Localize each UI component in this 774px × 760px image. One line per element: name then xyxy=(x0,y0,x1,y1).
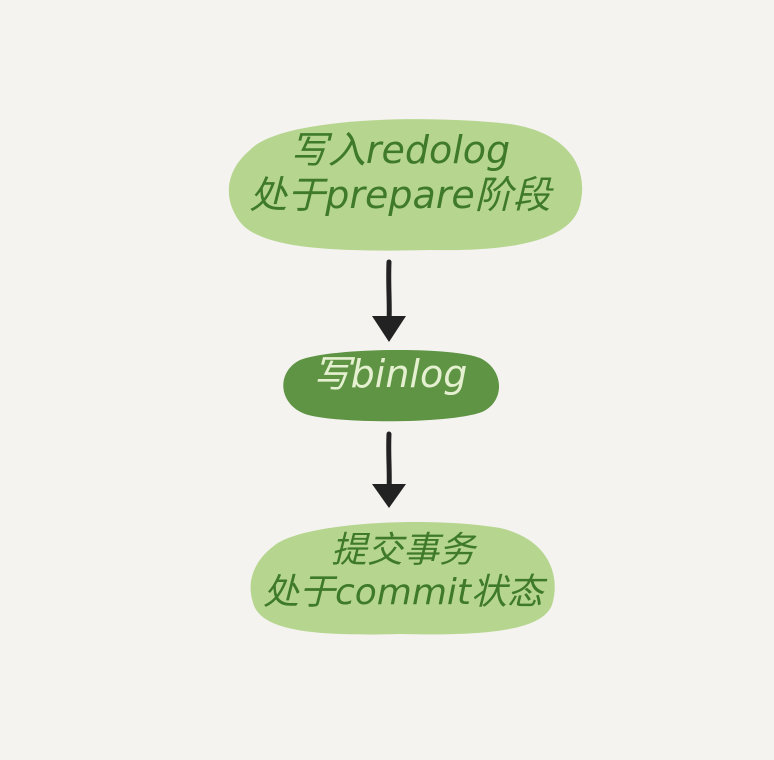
node-redolog-prepare-shape xyxy=(228,119,583,251)
node-binlog-label: 写binlog xyxy=(285,352,495,397)
node-2-line-1: 写binlog xyxy=(312,352,468,396)
node-1-line-2: 处于prepare阶段 xyxy=(249,172,551,217)
node-redolog-prepare-label: 写入redolog 处于prepare阶段 xyxy=(230,128,570,218)
node-1-line-1: 写入redolog xyxy=(289,128,511,172)
node-commit-shape xyxy=(250,521,555,635)
arrow-1 xyxy=(372,259,406,342)
node-commit-label: 提交事务 处于commit状态 xyxy=(248,530,558,615)
node-3-line-2: 处于commit状态 xyxy=(262,572,544,614)
node-binlog-shape xyxy=(283,349,500,422)
node-3-line-1: 提交事务 xyxy=(330,530,475,571)
arrow-2 xyxy=(372,431,406,508)
